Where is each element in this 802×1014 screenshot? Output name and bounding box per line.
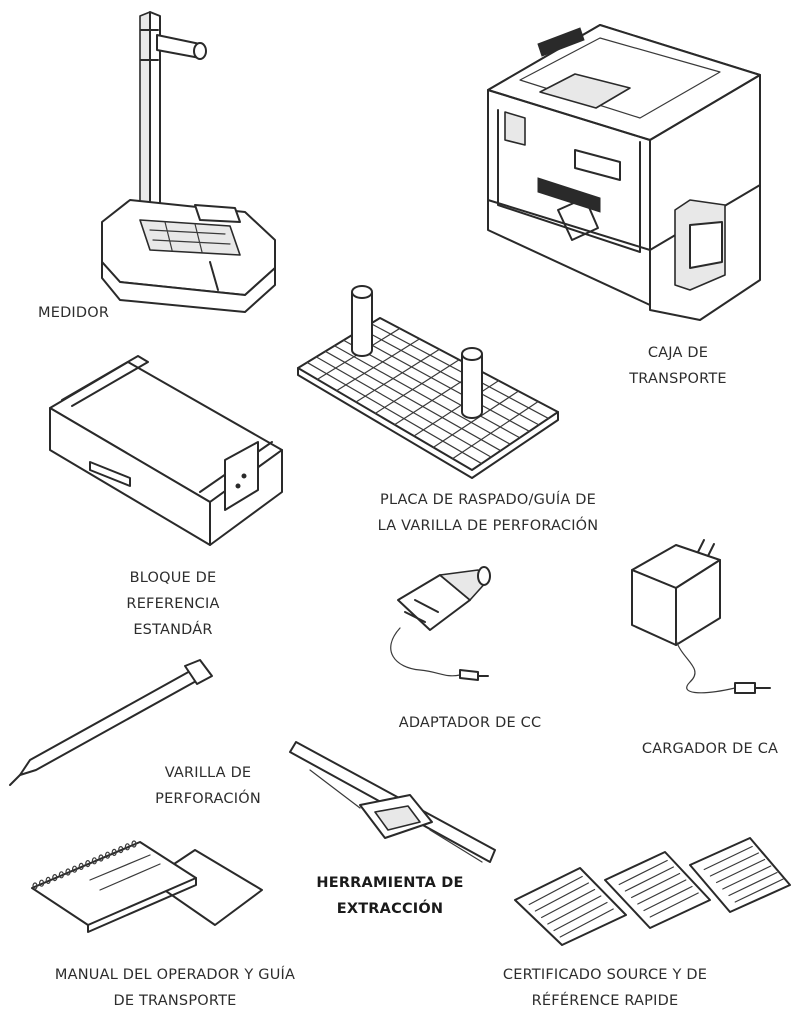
drawing-stroke — [643, 885, 693, 912]
spiral-ring — [98, 854, 104, 862]
label-tool: HERRAMIENTA DE EXTRACCIÓN — [316, 875, 464, 917]
drawing-stroke — [413, 380, 500, 437]
drawing-stroke — [540, 888, 596, 919]
label-plate: PLACA DE RASPADO/GUÍA DE LA VARILLA DE P… — [377, 492, 599, 534]
ac-charger-icon — [631, 539, 771, 694]
spiral-ring — [45, 876, 51, 885]
drawing-stroke — [722, 865, 772, 890]
spiral-ring — [91, 857, 98, 865]
drawing-stroke — [528, 875, 583, 906]
scraper-plate-icon — [297, 285, 559, 479]
spiral-ring — [38, 879, 45, 887]
drawing-stroke — [315, 356, 492, 458]
drawing-stroke — [361, 328, 540, 426]
drill-rod-icon — [9, 659, 213, 786]
drawing-stroke — [534, 882, 590, 912]
spiral-ring — [65, 868, 71, 876]
label-block: BLOQUE DE REFERENCIA ESTANDÁR — [126, 570, 220, 638]
reference-block-icon — [49, 355, 283, 546]
drawing-stroke — [306, 361, 483, 465]
label-ac: CARGADOR DE CA — [641, 741, 779, 757]
drawing-stroke — [734, 878, 784, 903]
drawing-stroke — [618, 859, 668, 886]
label-rod: VARILLA DE PERFORACIÓN — [155, 765, 261, 807]
drawing-stroke — [324, 350, 502, 452]
manual-icon — [31, 840, 263, 933]
dc-adapter-icon — [390, 566, 491, 681]
spiral-ring — [124, 843, 131, 851]
case-logo-top — [537, 27, 585, 57]
spiral-ring — [78, 862, 84, 871]
spiral-ring — [111, 848, 117, 857]
drawing-stroke — [630, 872, 681, 899]
drawing-stroke — [352, 334, 530, 432]
drawing-stroke — [709, 852, 760, 877]
drawing-stroke — [336, 338, 421, 392]
label-dc: ADAPTADOR DE CC — [398, 715, 542, 731]
spiral-ring — [104, 851, 111, 859]
drawing-stroke — [715, 858, 766, 884]
drawing-stroke — [703, 845, 753, 871]
spiral-ring — [71, 865, 78, 873]
drawing-stroke — [637, 879, 687, 905]
drawing-stroke — [649, 892, 699, 918]
drawing-stroke — [374, 359, 460, 414]
spiral-ring — [32, 882, 38, 890]
spiral-ring — [52, 873, 58, 882]
drawing-stroke — [342, 339, 521, 439]
drawing-stroke — [370, 322, 550, 420]
spiral-ring — [118, 845, 124, 854]
gauge-icon — [101, 11, 276, 313]
label-case: CAJA DE TRANSPORTE — [629, 345, 727, 387]
extraction-tool-icon — [289, 741, 496, 863]
label-manual: MANUAL DEL OPERADOR Y GUÍA DE TRANSPORTE — [54, 967, 296, 1009]
carrying-case-icon — [487, 24, 761, 321]
spiral-ring — [131, 840, 137, 848]
drawing-stroke — [559, 908, 614, 938]
drawing-stroke — [624, 866, 675, 892]
spiral-ring — [85, 859, 91, 868]
drawing-stroke — [333, 345, 511, 445]
drawing-stroke — [452, 400, 539, 460]
label-cert: CERTIFICADO SOURCE Y DE RÉFÉRENCE RAPIDE — [502, 967, 708, 1009]
label-gauge: MEDIDOR — [38, 305, 110, 321]
certificate-icon — [514, 837, 791, 946]
drawing-stroke — [728, 871, 778, 897]
drawing-stroke — [355, 348, 440, 403]
drawing-stroke — [547, 895, 602, 925]
drawing-stroke — [553, 901, 608, 932]
case-logo-front — [537, 177, 601, 213]
drawing-stroke — [432, 390, 520, 448]
spiral-ring — [58, 871, 65, 879]
